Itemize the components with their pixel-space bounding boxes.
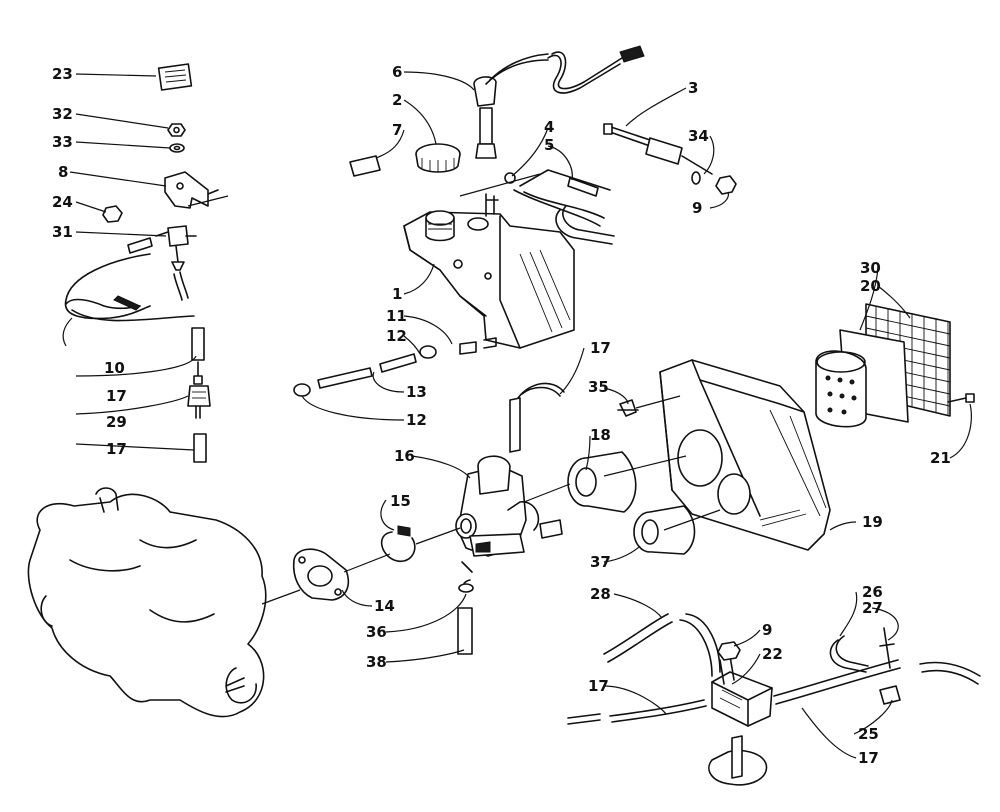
callout-28: 28 bbox=[590, 585, 611, 603]
fuel-filter-part bbox=[187, 361, 211, 419]
throttle-cable-hose-part bbox=[509, 382, 565, 453]
screw-part-21 bbox=[947, 393, 975, 403]
intake-flange-part bbox=[292, 548, 350, 601]
pulse-hose-part-28 bbox=[603, 613, 721, 677]
callout-20: 20 bbox=[860, 277, 881, 295]
callout-34: 34 bbox=[688, 127, 709, 145]
intake-boot-part-37 bbox=[633, 505, 696, 555]
callout-30: 30 bbox=[860, 259, 881, 277]
hose-part-left bbox=[127, 237, 189, 301]
callout-7: 7 bbox=[392, 121, 402, 139]
callout-19: 19 bbox=[862, 513, 883, 531]
clamp-part bbox=[380, 525, 416, 563]
callout-10: 10 bbox=[104, 359, 125, 377]
leader-lines bbox=[62, 71, 972, 759]
callout-labels: 23 32 33 8 24 31 10 17 29 17 6 2 7 4 5 3… bbox=[52, 63, 951, 767]
callout-32: 32 bbox=[52, 105, 73, 123]
carburetor-part bbox=[455, 455, 563, 592]
callout-37: 37 bbox=[590, 553, 611, 571]
cable-tie-part bbox=[64, 253, 151, 320]
callout-17-d: 17 bbox=[588, 677, 609, 695]
callout-22: 22 bbox=[762, 645, 783, 663]
callout-31: 31 bbox=[52, 223, 73, 241]
callout-9-b: 9 bbox=[762, 621, 772, 639]
callout-11: 11 bbox=[386, 307, 407, 325]
callout-12-b: 12 bbox=[406, 411, 427, 429]
level-sensor-part bbox=[473, 45, 645, 159]
mounting-bolt-part bbox=[603, 123, 737, 195]
callout-17-e: 17 bbox=[858, 749, 879, 767]
callout-36: 36 bbox=[366, 623, 387, 641]
callout-24: 24 bbox=[52, 193, 73, 211]
bracket-part bbox=[164, 171, 219, 209]
callout-15: 15 bbox=[390, 492, 411, 510]
clamp-part-26 bbox=[829, 627, 895, 673]
clip-part-36 bbox=[458, 583, 474, 593]
vent-hose-part bbox=[504, 169, 615, 245]
callout-17-b: 17 bbox=[106, 440, 127, 458]
hose-part-lower-left bbox=[193, 433, 207, 463]
callout-9-a: 9 bbox=[692, 199, 702, 217]
intake-screen-housing-part bbox=[815, 329, 909, 428]
callout-17-c: 17 bbox=[590, 339, 611, 357]
callout-33: 33 bbox=[52, 133, 73, 151]
callout-26: 26 bbox=[862, 583, 883, 601]
oil-tank-part bbox=[403, 193, 575, 349]
nut-part-9-lower bbox=[717, 641, 741, 661]
callout-38: 38 bbox=[366, 653, 387, 671]
fuel-line-part bbox=[71, 309, 205, 361]
callout-35: 35 bbox=[588, 378, 609, 396]
mount-plate-part bbox=[708, 735, 768, 786]
callout-3: 3 bbox=[688, 79, 698, 97]
callout-17-a: 17 bbox=[106, 387, 127, 405]
engine-part bbox=[27, 487, 267, 718]
decal-part bbox=[349, 155, 381, 177]
nut-part-24 bbox=[102, 205, 123, 223]
callout-14: 14 bbox=[374, 597, 395, 615]
callout-4: 4 bbox=[544, 118, 554, 136]
callout-13: 13 bbox=[406, 383, 427, 401]
fuel-pump-part bbox=[711, 655, 773, 727]
callout-6: 6 bbox=[392, 63, 402, 81]
intake-boot-part-18 bbox=[567, 451, 637, 513]
tank-cap-part bbox=[415, 143, 461, 173]
callout-16: 16 bbox=[394, 447, 415, 465]
air-silencer-box-part bbox=[659, 359, 831, 551]
drain-hose-part bbox=[457, 607, 473, 655]
callout-21: 21 bbox=[930, 449, 951, 467]
nut-part bbox=[167, 123, 186, 137]
callout-23: 23 bbox=[52, 65, 73, 83]
callout-18: 18 bbox=[590, 426, 611, 444]
shutoff-valve-part bbox=[155, 225, 197, 271]
callout-12-a: 12 bbox=[386, 327, 407, 345]
fuel-hose-part-lower bbox=[567, 659, 981, 725]
oil-line-part bbox=[293, 341, 477, 397]
clip-part-25 bbox=[879, 685, 901, 705]
callout-1: 1 bbox=[392, 285, 402, 303]
callout-25: 25 bbox=[858, 725, 879, 743]
callout-8: 8 bbox=[58, 163, 68, 181]
washer-part bbox=[169, 143, 185, 153]
callout-5: 5 bbox=[544, 136, 554, 154]
callout-2: 2 bbox=[392, 91, 402, 109]
label-plate-part bbox=[157, 63, 193, 91]
callout-29: 29 bbox=[106, 413, 127, 431]
callout-27: 27 bbox=[862, 599, 883, 617]
assembly-axis-lines bbox=[187, 173, 721, 605]
